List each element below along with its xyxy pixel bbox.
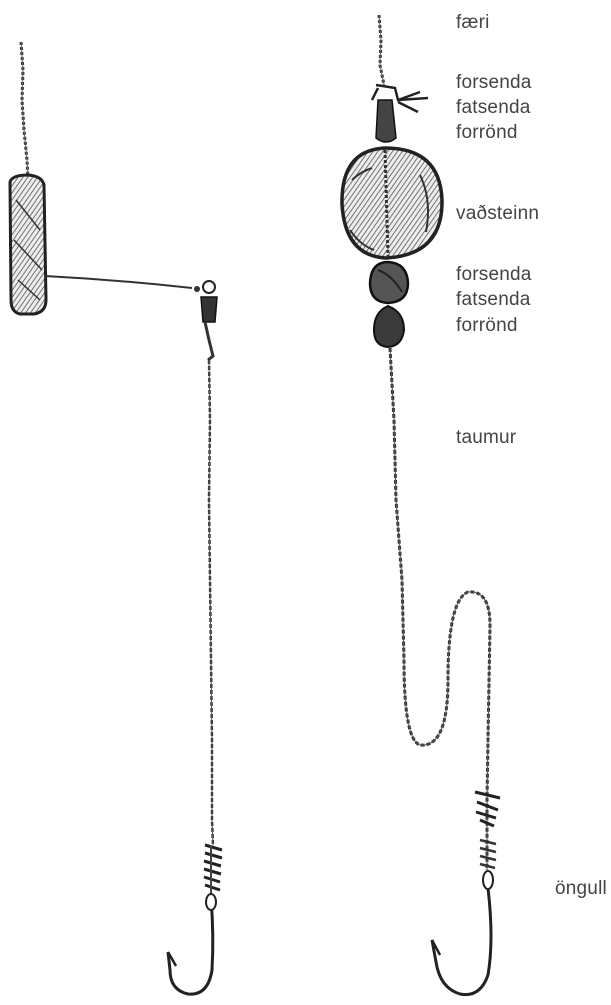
left-arm [45,276,192,288]
left-swivel-ring [203,281,215,293]
label-forsenda-upper: forsenda [456,72,532,94]
label-fatsenda-lower: fatsenda [456,289,531,311]
lower-connector [374,306,404,347]
left-sinker [10,175,46,314]
label-forrond-lower: forrönd [456,315,518,337]
upper-connector [376,100,396,142]
label-fatsenda-upper: fatsenda [456,97,531,119]
right-hook [432,888,491,995]
label-forsenda-lower: forsenda [456,264,532,286]
label-forrond-upper: forrönd [456,122,518,144]
right-rig [342,15,500,995]
lower-stone [370,262,408,303]
left-hook-whipping [204,845,222,890]
left-swivel [201,297,217,322]
label-faeri: færi [456,12,490,34]
left-rig [10,42,222,994]
left-hook [168,898,213,994]
label-vadsteinn: vaðsteinn [456,203,539,225]
label-ongull: öngull [555,878,607,900]
label-taumur: taumur [456,427,516,449]
